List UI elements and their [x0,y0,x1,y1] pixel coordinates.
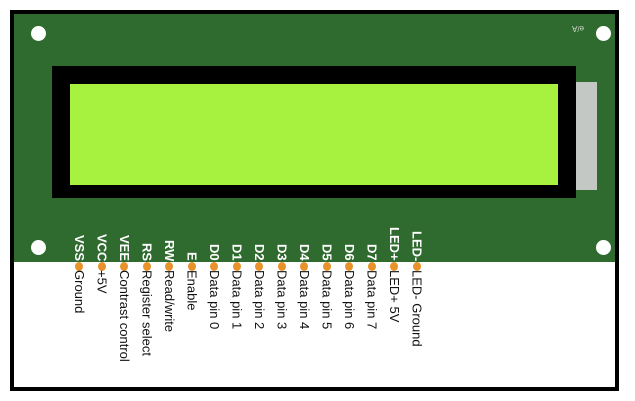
pin-description: Data pin 0 [207,270,222,330]
pin-dot [367,262,376,271]
pin-description: Contrast control [117,270,132,362]
mounting-hole-top-left [31,26,46,41]
pin-description: Data pin 2 [252,270,267,330]
pin-code-label: LED+ [387,227,402,261]
pin-code-label: D5 [319,244,335,261]
pin-dot [345,262,353,271]
pin-dot [322,262,331,271]
pin-dot [142,262,151,271]
pin-dot [277,262,286,271]
mounting-hole-top-right [596,26,611,41]
pin-code-label: VSS [72,234,87,261]
pin-dot [120,262,128,271]
pin-code-label: E [184,252,200,261]
pin-description: Data pin 7 [364,270,380,330]
pin-description: Ground [72,270,87,314]
pin-code-label: RS [139,242,155,261]
backlight-connector [576,82,597,190]
pin-description: +5V [94,270,110,294]
pin-description: Read/write [162,270,177,333]
pin-description: Data pin 5 [319,270,335,330]
pin-description: Enable [184,270,200,311]
pin-description: LED- Ground [409,270,425,347]
pin-dot [232,262,241,271]
pin-description: Register select [139,270,155,356]
pin-code-label: D7 [364,244,380,261]
pin-dot [390,262,398,271]
pin-code-label: D4 [297,244,312,261]
pin-dot [165,262,173,271]
pin-code-label: VCC [94,233,110,261]
pin-code-label: D0 [207,244,222,261]
mounting-hole-bottom-left [31,240,46,255]
pin-code-label: VEE [117,234,132,261]
pin-dot [187,262,196,271]
pin-dot [210,262,218,271]
pin-code-label: D3 [274,244,290,261]
pin-code-label: LED- [409,230,425,261]
board-marking: e/A [572,24,585,33]
mounting-hole-bottom-right [596,240,611,255]
pin-description: Data pin 4 [297,270,312,330]
pin-description: Data pin 6 [342,270,357,330]
pin-code-label: D1 [229,244,245,261]
pin-dot [300,262,308,271]
pin-dot [97,262,106,271]
lcd-screen [70,84,558,185]
pin-code-label: D2 [252,244,267,261]
pin-dot [412,262,421,271]
pin-description: Data pin 3 [274,270,290,330]
pin-code-label: RW [162,239,177,261]
pin-code-label: D6 [342,244,357,261]
pin-description: Data pin 1 [229,270,245,330]
pin-dot [255,262,263,271]
pin-dot [75,262,83,271]
pin-description: LED+ 5V [387,270,402,323]
